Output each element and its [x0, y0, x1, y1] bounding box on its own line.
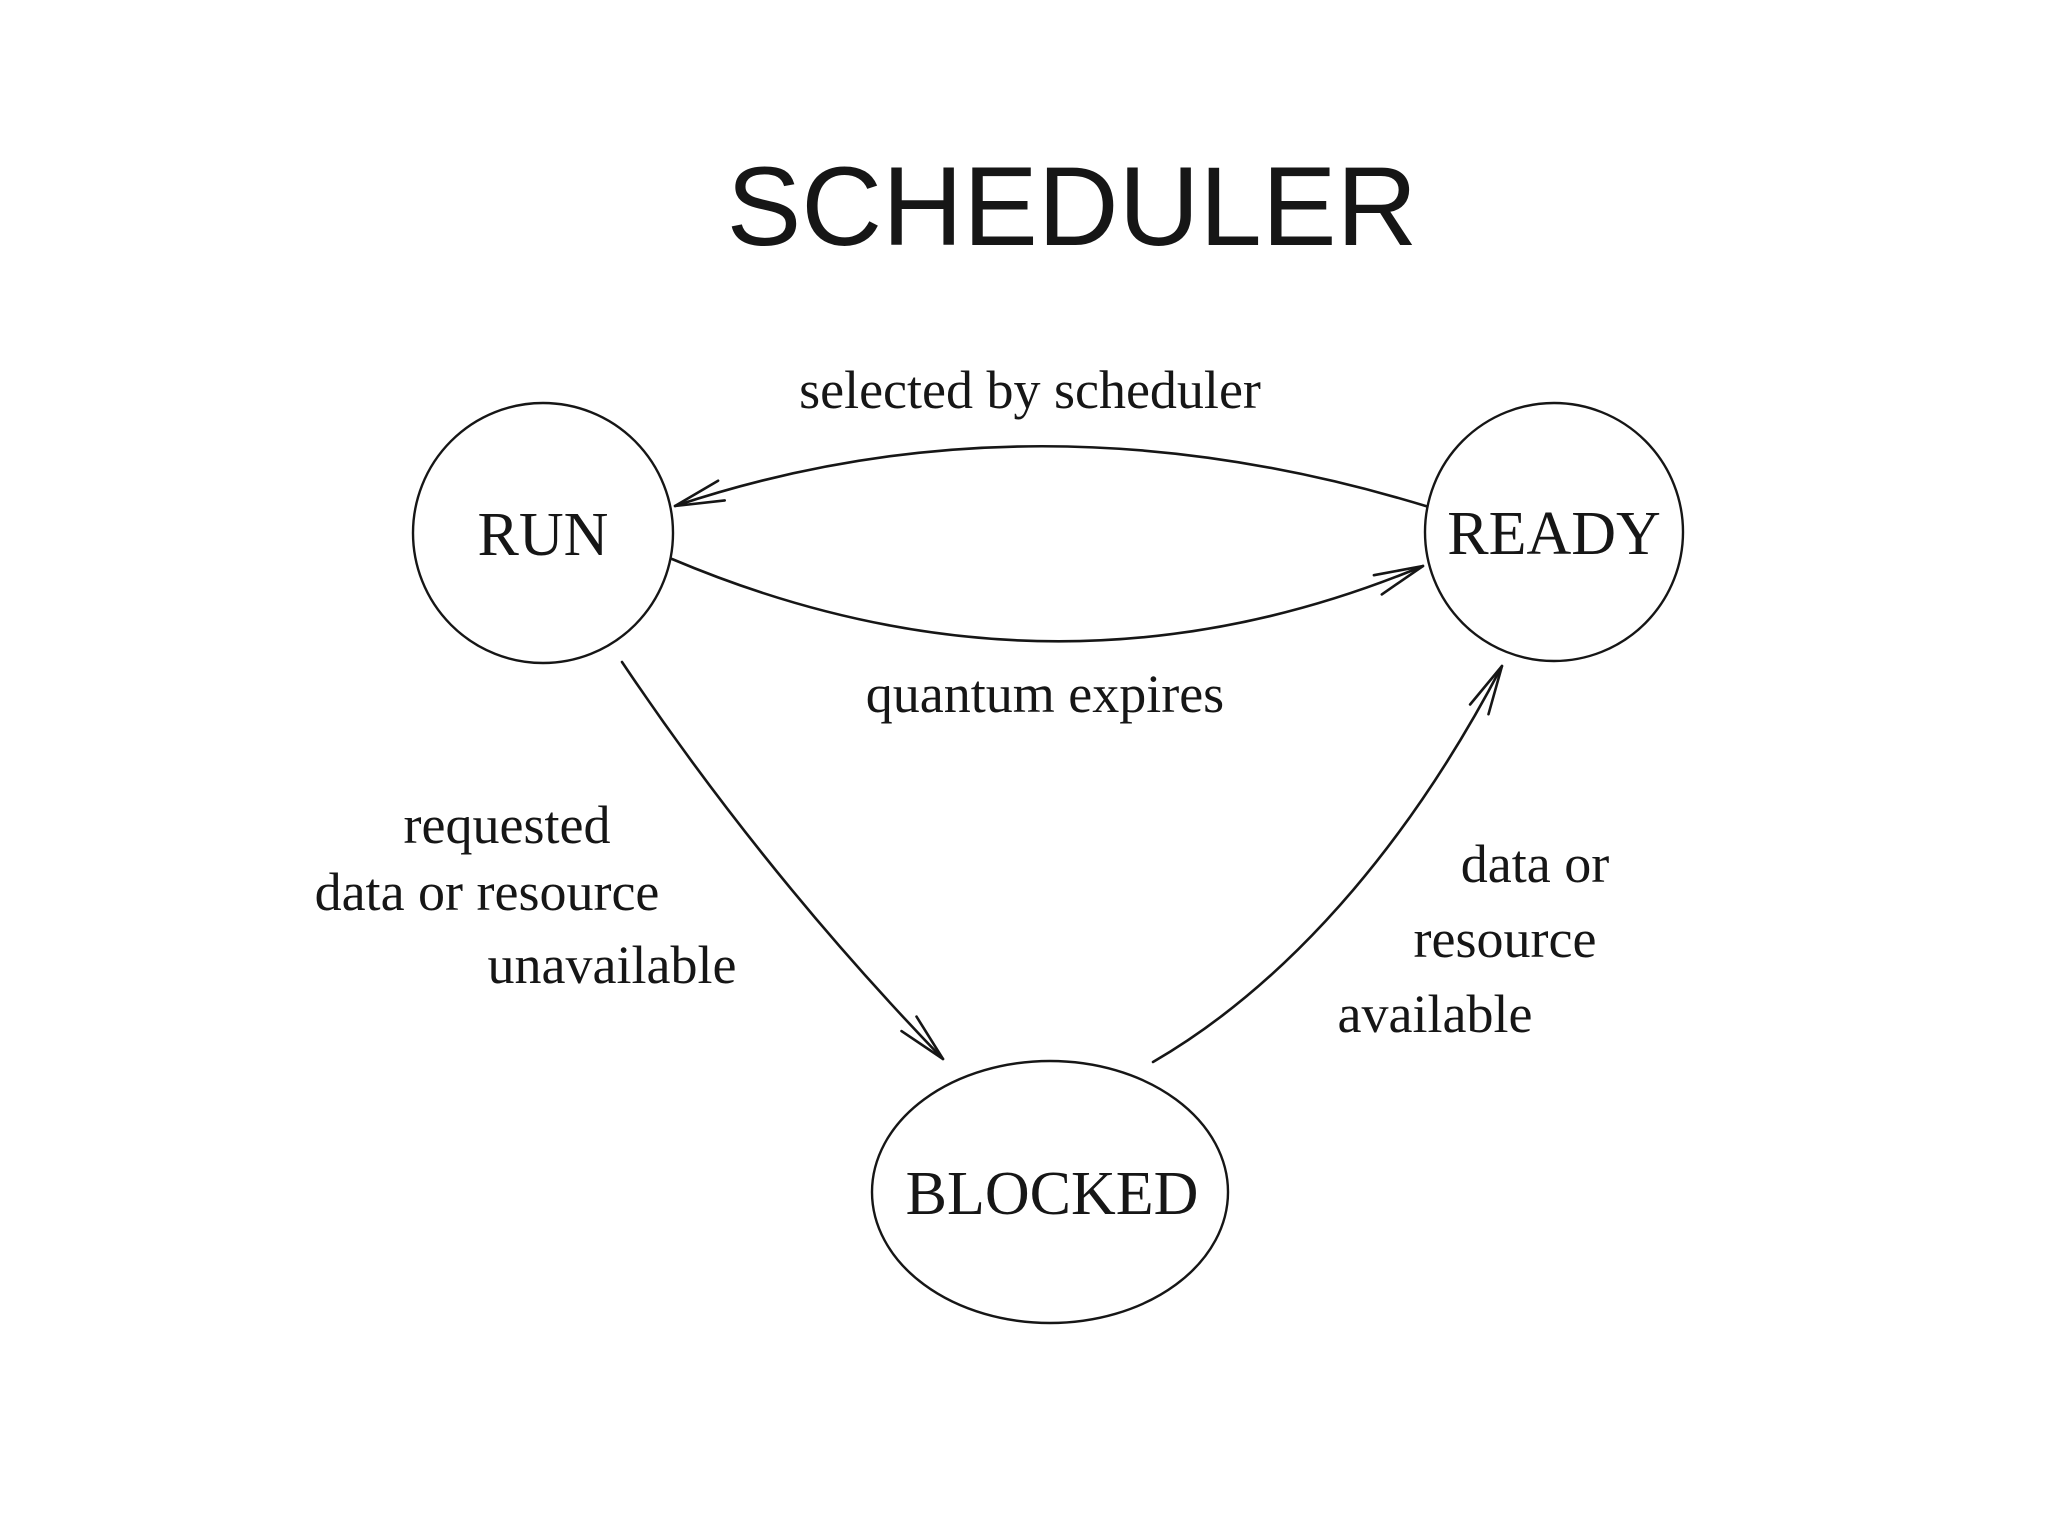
state-blocked-node — [870, 1059, 1230, 1325]
state-ready-label: READY — [1447, 500, 1661, 568]
arrowhead-into-ready-upper-icon — [1372, 564, 1425, 596]
label-data-available: data or resource available — [1338, 834, 1610, 1044]
state-blocked-label: BLOCKED — [906, 1160, 1199, 1228]
arrowhead-into-run-icon — [673, 479, 726, 508]
label-available-line-1: data or — [1461, 834, 1609, 894]
page-title: SCHEDULER — [727, 144, 1418, 269]
transition-run-to-blocked-curve — [620, 660, 945, 1061]
label-available-line-2: resource — [1414, 909, 1597, 969]
transition-blocked-to-ready-curve — [1151, 664, 1504, 1064]
state-run-node — [411, 401, 675, 665]
label-requested-unavailable: requested data or resource unavailable — [315, 795, 737, 995]
label-quantum-expires: quantum expires — [866, 664, 1224, 724]
label-requested-line-2: data or resource — [315, 862, 660, 922]
state-run-label: RUN — [478, 501, 609, 569]
label-available-line-3: available — [1338, 984, 1533, 1044]
arrowhead-into-blocked-icon — [900, 1015, 945, 1061]
label-requested-line-1: requested — [404, 795, 611, 855]
label-requested-line-3: unavailable — [488, 935, 737, 995]
state-ready-node — [1423, 401, 1685, 663]
transition-run-to-ready-curve — [670, 557, 1425, 643]
label-selected-by-scheduler: selected by scheduler — [799, 360, 1261, 420]
arrowhead-into-ready-lower-icon — [1468, 664, 1504, 716]
transition-ready-to-run-curve — [673, 444, 1431, 509]
